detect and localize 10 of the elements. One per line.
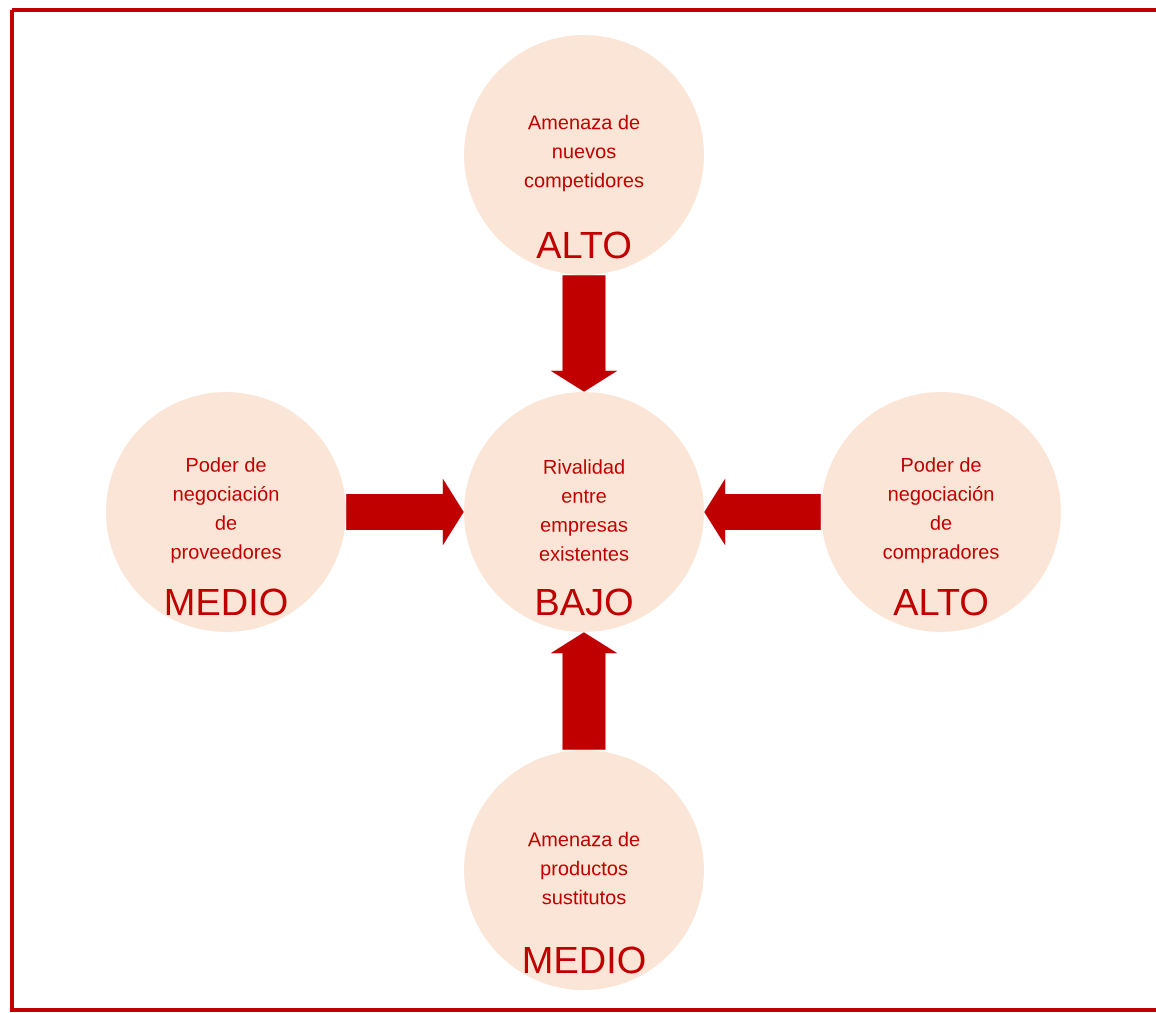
level-label: MEDIO <box>524 946 645 974</box>
factor-label: Poder de negociación de proveedores <box>171 457 281 563</box>
level-label: ALTO <box>536 231 631 259</box>
factor-label: Poder de negociación de compradores <box>883 457 999 563</box>
factor-label: Amenaza de nuevos competidores <box>524 114 644 192</box>
factor-label: Rivalidad entre empresas existentes <box>539 459 629 561</box>
level-label: ALTO <box>893 588 988 616</box>
level-label: BAJO <box>537 588 632 616</box>
factor-label: Amenaza de productos sustitutos <box>527 831 640 905</box>
level-label: MEDIO <box>166 588 287 616</box>
